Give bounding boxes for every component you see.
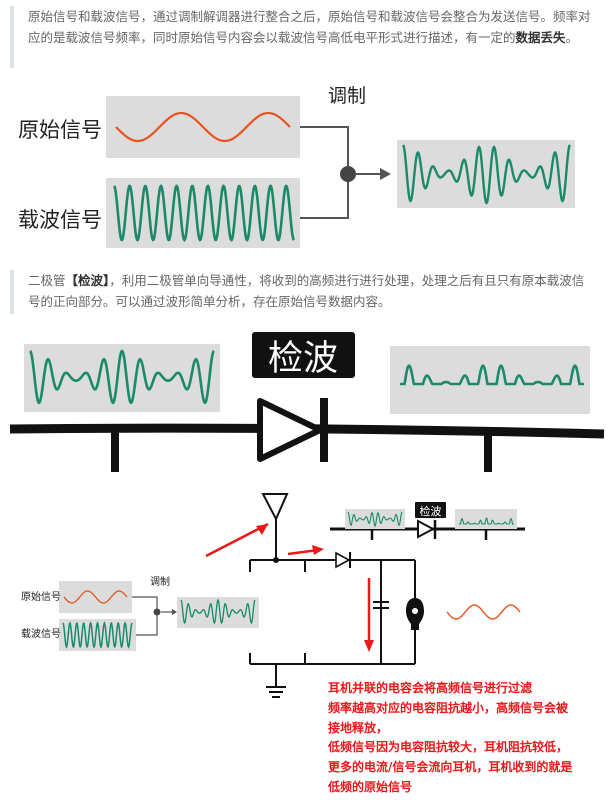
detect-label-box: [252, 332, 355, 378]
explanation-line: 更多的电流/信号会流向耳机，耳机收到的就是: [328, 760, 573, 775]
inset-diode: [417, 519, 436, 539]
paragraph-modulation: 原始信号和载波信号，通过调制解调器进行整合之后，原始信号和载波信号会整合为发送信…: [10, 6, 595, 68]
output-original-wave: [446, 604, 521, 620]
label-modulation: 调制: [328, 85, 366, 107]
small-label-modulation: 调制: [150, 575, 170, 588]
diode-triangle: [257, 398, 323, 462]
red-arrow-diode: [287, 548, 319, 556]
paragraph-text-end: ，利用二极管单向导通性，将收到的高频进行进行处理，处理之后有且只有原本载波信号的…: [28, 273, 585, 309]
paragraph-text: 二极管: [28, 273, 66, 288]
explanation-line: 接地释放，: [328, 720, 389, 735]
small-mixer-node: [153, 608, 161, 616]
input-wave-box: [24, 344, 220, 412]
explanation-line: 频率越高对应的电容阻抗越小，高频信号会被: [328, 700, 569, 715]
inset-detected-wave: [459, 516, 514, 525]
explanation-line: 低频的原始信号: [328, 779, 413, 794]
small-label-original: 原始信号: [21, 590, 61, 603]
detected-wave: [400, 364, 584, 386]
small-original-wave: [63, 590, 128, 604]
small-label-carrier: 载波信号: [21, 627, 61, 640]
connector-original: [300, 126, 349, 174]
label-carrier-signal: 载波信号: [18, 208, 102, 232]
input-wave: [29, 349, 215, 405]
small-modulated-wave: [180, 598, 256, 625]
paragraph-text-end: 。: [565, 30, 579, 45]
output-arrow-head: [380, 168, 391, 180]
modulation-diagram: 原始信号 载波信号 调制: [18, 85, 575, 248]
paragraph-text: 原始信号和载波信号，通过调制解调器进行整合之后，原始信号和载波信号会整合为发送信…: [28, 9, 591, 45]
inset-input-wave: [347, 511, 403, 528]
paragraph-bold: 数据丢失: [515, 30, 566, 45]
label-detect: 检波: [268, 339, 338, 379]
modulated-wave: [402, 144, 571, 205]
explanation-line: 低频信号因为电容阻抗较大，耳机阻抗较低，: [328, 740, 569, 755]
capacitor-explanation: 耳机并联的电容会将高频信号进行过滤 频率越高对应的电容阻抗越小，高频信号会被 接…: [328, 679, 603, 798]
receiver-circuit-diagram: 原始信号 载波信号 调制 检波: [21, 493, 525, 698]
original-wave: [115, 111, 291, 143]
carrier-wave: [113, 184, 295, 242]
connector-carrier: [300, 176, 349, 219]
paragraph-detection: 二极管【检波】，利用二极管单向导通性，将收到的高频进行进行处理，处理之后有且只有…: [10, 270, 595, 314]
red-arrow-antenna: [205, 522, 269, 558]
paragraph-bold: 【检波】: [65, 273, 110, 288]
diode-icon: [335, 551, 351, 569]
antenna-icon: [261, 493, 289, 522]
label-original-signal: 原始信号: [18, 118, 102, 142]
explanation-line: 耳机并联的电容会将高频信号进行过滤: [328, 681, 533, 695]
mixer-node: [340, 166, 356, 182]
inset-label-detect: 检波: [420, 504, 442, 518]
detection-diagram: 检波: [9, 332, 605, 472]
small-carrier-wave: [62, 621, 133, 649]
inset-detect-label-box: [415, 502, 446, 518]
